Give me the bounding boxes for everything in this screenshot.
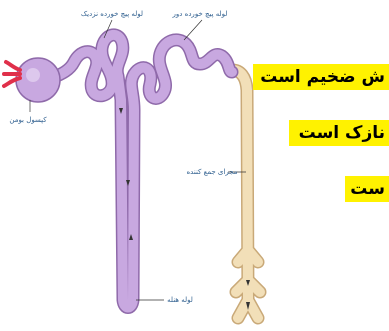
highlight-caption: ست (345, 176, 389, 202)
highlight-caption: ش ضخیم است (253, 64, 389, 90)
collecting-duct (232, 70, 260, 318)
bowman-capsule (16, 58, 60, 102)
label-distal-tubule: لوله پیچ خورده دور (172, 10, 228, 18)
highlight-caption: نازک است (289, 120, 389, 146)
label-proximal-tubule: لوله پیچ خورده نزدیک (81, 10, 143, 18)
label-bowman-capsule: کپسول بومن (9, 116, 47, 124)
label-collecting-duct: مجرای جمع کننده (186, 168, 237, 176)
label-loop-of-henle: لوله هنله (167, 296, 193, 304)
